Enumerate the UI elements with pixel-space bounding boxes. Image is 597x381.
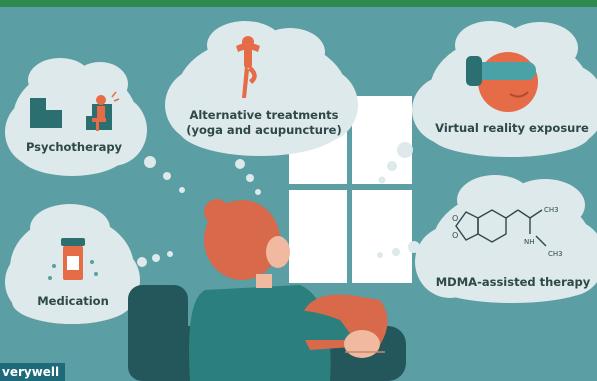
pill-bottle-icon	[48, 238, 98, 280]
medication-label: Medication	[37, 294, 109, 308]
yoga-figure-icon	[236, 36, 260, 98]
mdma-label: MDMA-assisted therapy	[435, 275, 591, 289]
psychotherapy-cloud	[5, 58, 147, 176]
nh-label: NH	[524, 238, 535, 246]
thought-bubbles	[137, 142, 420, 267]
alternative-treatments-cloud	[165, 21, 358, 156]
virtual-reality-label: Virtual reality exposure	[435, 121, 589, 135]
vr-headset-person-icon	[466, 52, 538, 112]
window	[289, 96, 412, 283]
alternative-treatments-line1: Alternative treatments	[189, 108, 339, 122]
oxygen-atom-label-1: O	[452, 214, 458, 223]
person-sitting	[189, 199, 388, 381]
top-banner-strip	[0, 0, 597, 7]
alternative-treatments-label: Alternative treatments (yoga and acupunc…	[178, 108, 350, 138]
oxygen-atom-label-2: O	[452, 231, 458, 240]
therapy-session-icon	[30, 91, 120, 131]
alternative-treatments-line2: (yoga and acupuncture)	[186, 122, 342, 137]
mdma-molecule-icon	[455, 209, 547, 247]
verywell-logo: verywell	[0, 363, 66, 381]
ch3-top-label: CH3	[544, 206, 559, 214]
psychotherapy-label: Psychotherapy	[25, 140, 123, 154]
ch3-bottom-label: CH3	[548, 250, 563, 258]
